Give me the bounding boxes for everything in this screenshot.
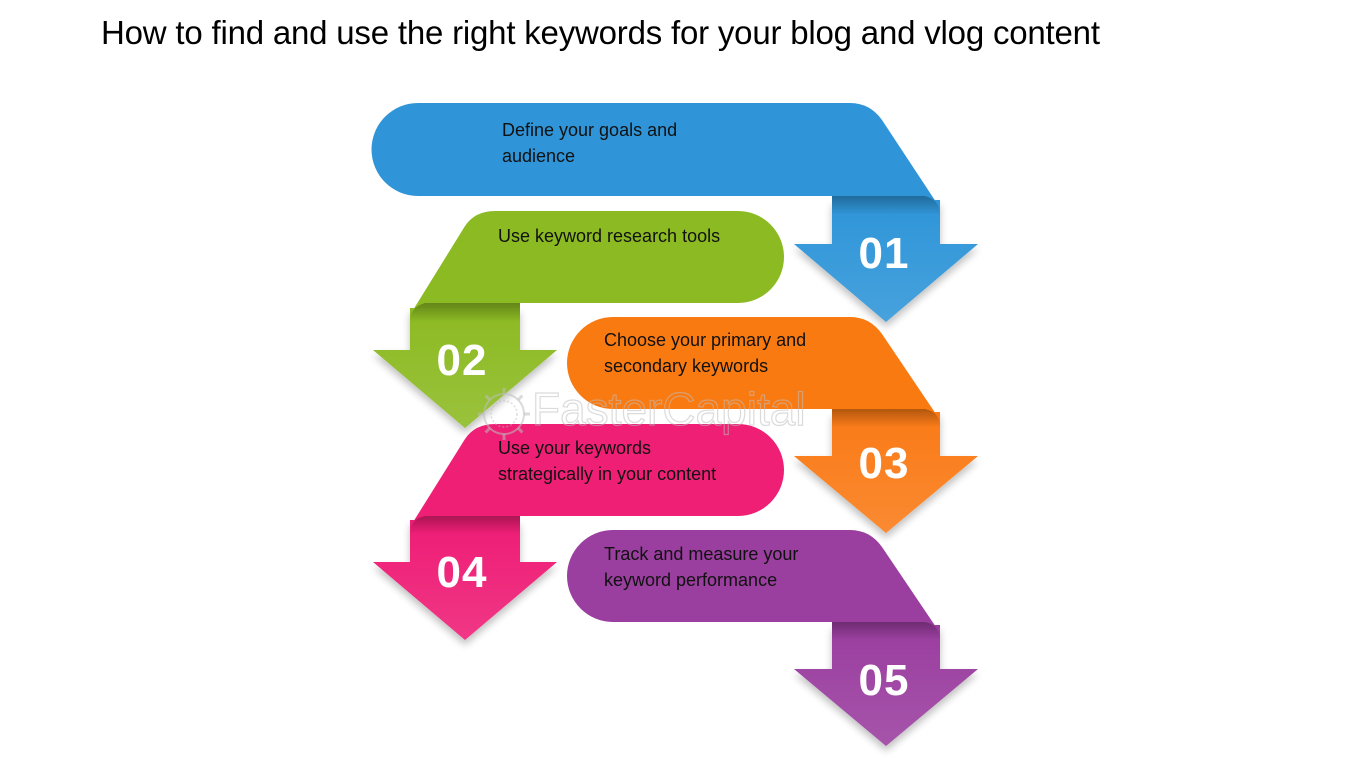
step-04-label-line1: Use your keywords: [498, 438, 652, 458]
step-04-number: 04: [436, 548, 488, 597]
step-05-ribbon: [567, 530, 978, 746]
step-03-label-line1: Choose your primary and: [604, 330, 807, 350]
step-01-label: Define your goals and audience: [502, 117, 677, 169]
step-01-label-line2: audience: [502, 146, 576, 166]
step-04-label-line2: strategically in your content: [498, 464, 717, 484]
step-02-label: Use keyword research tools: [498, 223, 720, 249]
step-05-label: Track and measure your keyword performan…: [604, 541, 798, 593]
gear-icon: [478, 388, 530, 440]
step-04-label: Use your keywords strategically in your …: [498, 435, 716, 487]
step-03-label-line2: secondary keywords: [604, 356, 769, 376]
step-02-label-line1: Use keyword research tools: [498, 226, 721, 246]
step-03-ribbon: [567, 317, 978, 533]
step-04-ribbon: [373, 424, 784, 640]
page-title: How to find and use the right keywords f…: [101, 14, 1100, 51]
step-01-label-line1: Define your goals and: [502, 120, 678, 140]
step-03-label: Choose your primary and secondary keywor…: [604, 327, 806, 379]
step-03-number: 03: [858, 439, 910, 488]
step-05-label-line2: keyword performance: [604, 570, 778, 590]
step-01-ribbon: [371, 103, 978, 322]
step-05-label-line1: Track and measure your: [604, 544, 799, 564]
step-01-number: 01: [858, 229, 910, 278]
step-05-number: 05: [858, 656, 910, 705]
step-02-ribbon: [373, 211, 784, 428]
watermark-text: FasterCapital: [531, 382, 806, 435]
step-02-number: 02: [436, 336, 488, 385]
